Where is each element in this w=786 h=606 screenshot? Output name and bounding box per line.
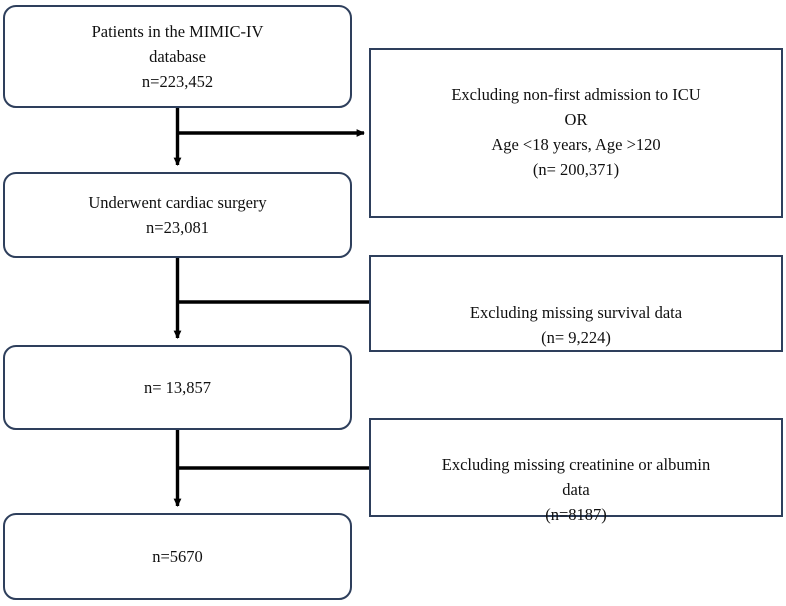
flow-node-final-cohort: n=5670 (3, 513, 352, 600)
exclusion-node-survival-data: Excluding missing survival data (n= 9,22… (369, 255, 783, 352)
exclusion-node-admission-age-label: Excluding non-first admission to ICU OR … (451, 85, 701, 179)
flow-node-cardiac-surgery: Underwent cardiac surgery n=23,081 (3, 172, 352, 258)
flow-node-cohort-source-label: Patients in the MIMIC-IV database n=223,… (91, 22, 264, 91)
flow-node-after-survival-filter: n= 13,857 (3, 345, 352, 430)
exclusion-node-lab-data: Excluding missing creatinine or albumin … (369, 418, 783, 524)
flow-node-final-cohort-label: n=5670 (152, 547, 203, 566)
flow-node-cohort-source: Patients in the MIMIC-IV database n=223,… (3, 5, 352, 108)
flow-node-after-survival-filter-label: n= 13,857 (143, 378, 212, 397)
exclusion-node-survival-data-label: Excluding missing survival data (n= 9,22… (469, 303, 683, 347)
exclusion-node-lab-data-label: Excluding missing creatinine or albumin … (441, 455, 711, 524)
flow-node-cardiac-surgery-label: Underwent cardiac surgery n=23,081 (88, 193, 267, 237)
exclusion-node-admission-age: Excluding non-first admission to ICU OR … (369, 48, 783, 218)
